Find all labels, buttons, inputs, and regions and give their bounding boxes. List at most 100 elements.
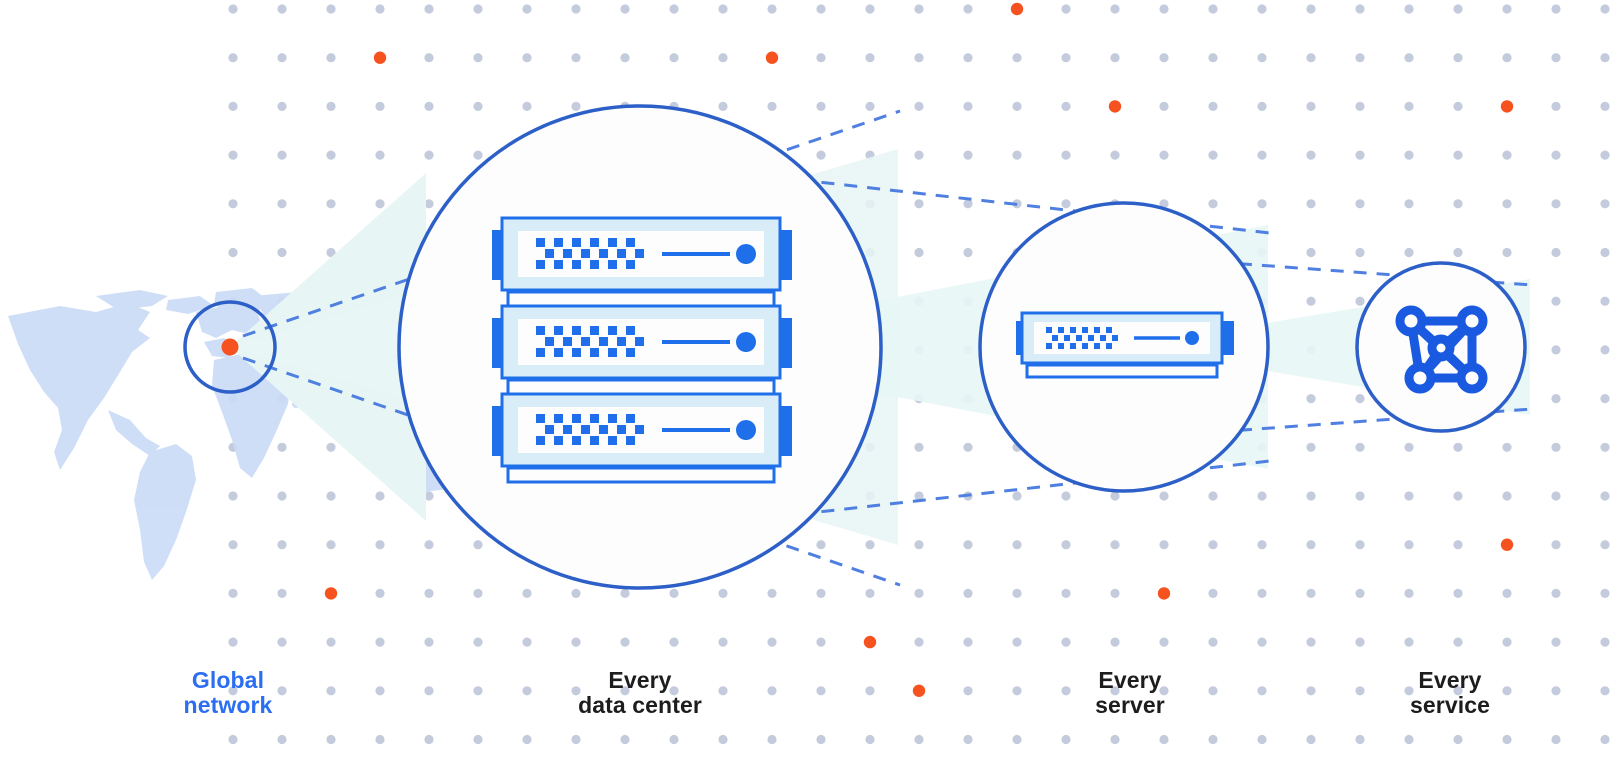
grid-dot (1061, 101, 1071, 111)
grid-dot (1355, 637, 1365, 647)
grid-dot (620, 588, 630, 599)
grid-dot (1502, 199, 1512, 209)
grid-dot (1404, 4, 1414, 14)
grid-dot (375, 637, 385, 647)
grid-dot (1502, 4, 1512, 14)
grid-dot (1355, 247, 1365, 258)
grid-dot (1404, 150, 1414, 160)
grid-dot (228, 637, 238, 647)
grid-dot (963, 150, 973, 160)
grid-dot (1159, 540, 1169, 550)
grid-dot (1257, 540, 1267, 550)
grid-dot (1061, 199, 1071, 209)
grid-dot (669, 734, 679, 745)
grid-dot (277, 53, 287, 63)
grid-dot (1257, 4, 1267, 14)
grid-dot (718, 101, 728, 111)
grid-dot (522, 101, 532, 111)
grid-dot (718, 637, 728, 647)
grid-dot (473, 150, 483, 160)
grid-dot (767, 734, 777, 745)
grid-dot (277, 4, 287, 14)
grid-dot (1208, 199, 1218, 209)
grid-dot (669, 4, 679, 14)
grid-dot (669, 637, 679, 647)
grid-dot (277, 442, 287, 452)
grid-dot (1600, 101, 1610, 111)
grid-dot (865, 540, 875, 550)
grid-dot (1551, 540, 1561, 550)
grid-dot (1012, 150, 1022, 160)
grid-dot (1257, 101, 1267, 111)
grid-dot (1208, 101, 1218, 111)
grid-dot (1453, 53, 1463, 63)
grid-dot (1502, 686, 1512, 696)
grid-dot (1306, 101, 1316, 111)
grid-dot (1208, 637, 1218, 647)
grid-dot (326, 442, 336, 452)
grid-dot (669, 686, 679, 696)
grid-dot (1355, 101, 1365, 111)
grid-dot (571, 4, 581, 14)
grid-dot (1600, 296, 1610, 306)
grid-dot (620, 637, 630, 647)
grid-dot (1502, 588, 1512, 599)
grid-dot (1306, 394, 1316, 404)
grid-dot (963, 686, 973, 696)
grid-dot (1600, 199, 1610, 209)
grid-dot (522, 4, 532, 14)
grid-dot (424, 53, 434, 63)
grid-dot (1306, 296, 1316, 306)
accent-dot (373, 51, 387, 64)
grid-dot (1551, 296, 1561, 306)
grid-dot (914, 491, 924, 501)
grid-dot (963, 199, 973, 209)
grid-dot (914, 734, 924, 745)
grid-dot (1159, 4, 1169, 14)
grid-dot (1306, 150, 1316, 160)
grid-dot (1355, 150, 1365, 160)
grid-dot (767, 101, 777, 111)
grid-dot (1012, 588, 1022, 599)
grid-dot (375, 199, 385, 209)
grid-dot (1306, 540, 1316, 550)
grid-dot (1551, 4, 1561, 14)
grid-dot (669, 53, 679, 63)
grid-dot (1061, 540, 1071, 550)
grid-dot (1453, 101, 1463, 111)
grid-dot (914, 540, 924, 550)
grid-dot (1257, 53, 1267, 63)
grid-dot (1453, 4, 1463, 14)
grid-dot (228, 4, 238, 14)
grid-dot (1404, 540, 1414, 550)
grid-dot (571, 53, 581, 63)
grid-dot (718, 53, 728, 63)
network-nodes-icon (1395, 305, 1488, 394)
grid-dot (1551, 734, 1561, 745)
grid-dot (1257, 637, 1267, 647)
grid-dot (1502, 637, 1512, 647)
accent-dot (324, 587, 338, 600)
grid-dot (1453, 637, 1463, 647)
grid-dot (1012, 734, 1022, 745)
grid-dot (1453, 247, 1463, 258)
grid-dot (473, 734, 483, 745)
grid-dot (326, 540, 336, 550)
grid-dot (1551, 101, 1561, 111)
grid-dot (1306, 199, 1316, 209)
grid-dot (669, 588, 679, 599)
grid-dot (1502, 734, 1512, 745)
grid-dot (326, 686, 336, 696)
grid-dot (1600, 53, 1610, 63)
grid-dot (1110, 540, 1120, 550)
grid-dot (522, 734, 532, 745)
grid-dot (1257, 491, 1267, 501)
grid-dot (865, 588, 875, 599)
grid-dot (1551, 394, 1561, 404)
grid-dot (914, 588, 924, 599)
grid-dot (1257, 588, 1267, 599)
grid-dot (1551, 53, 1561, 63)
grid-dot (963, 442, 973, 452)
